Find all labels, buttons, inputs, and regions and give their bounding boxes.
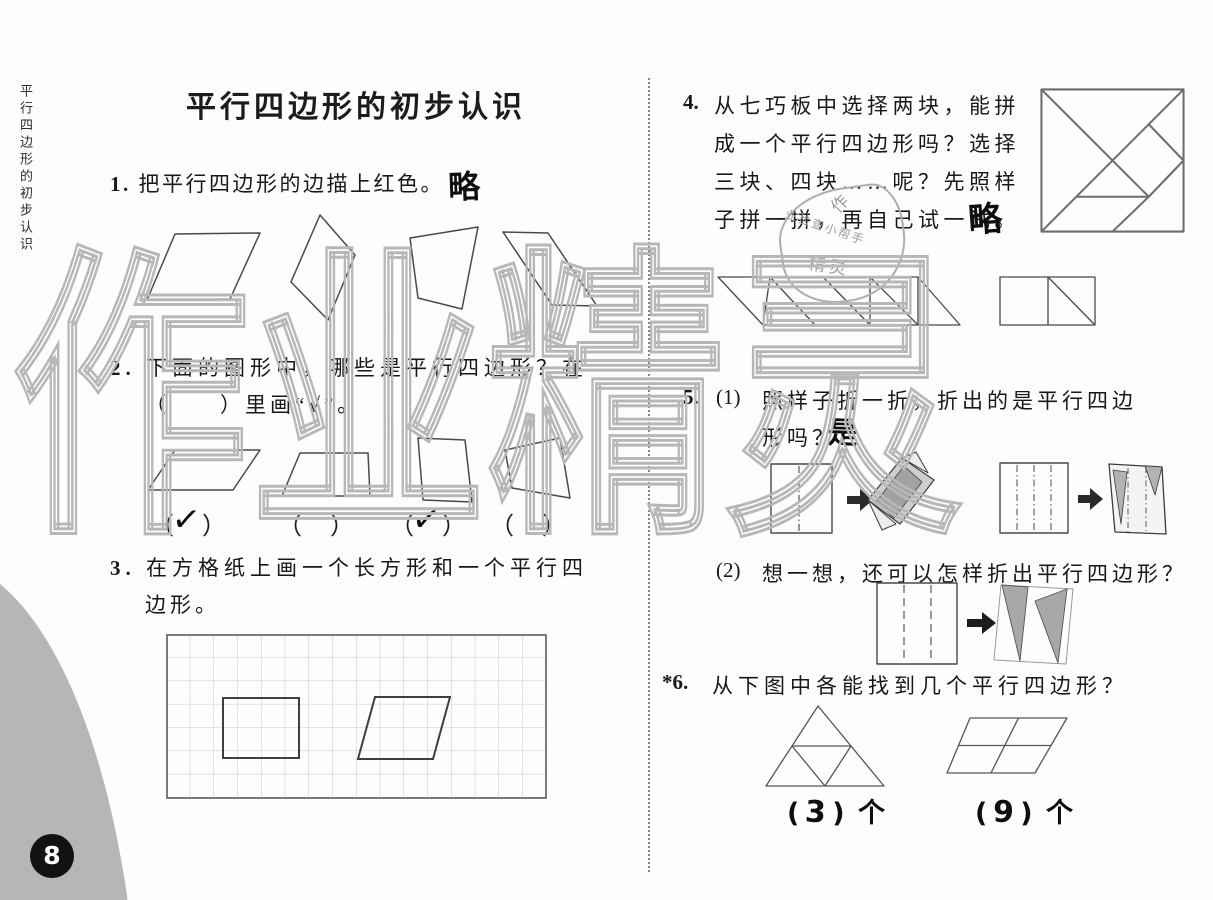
arrow-icon: [1078, 488, 1103, 510]
q2-answer-slot-2: （）: [278, 514, 356, 540]
stamp-text-bottom: 精灵: [807, 254, 852, 279]
question-2-text-line2: （ ）里画“√”。: [145, 393, 363, 417]
q3-grid-figure: [166, 634, 547, 799]
arrow-icon: [847, 489, 873, 511]
check-mark: ✓: [169, 498, 205, 542]
q1-shapes-figure: [146, 214, 598, 321]
arrow-icon: [967, 612, 996, 634]
q5-part2-label: (2): [716, 558, 741, 582]
tangram-figure: [1040, 88, 1185, 233]
page-title: 平行四边形的初步认识: [186, 91, 526, 124]
question-1-text: 1. 把平行四边形的边描上红色。: [110, 172, 444, 196]
handwritten-answer-q1: 略: [447, 167, 481, 207]
q2-shapes-figure: [147, 437, 571, 503]
question-2-text-line1: 2. 下面的图形中，哪些是平行四边形？在: [110, 356, 588, 380]
q2-answer-slot-1: （✓）: [150, 498, 228, 542]
column-divider: [648, 78, 650, 872]
question-3-text-line1: 3. 在方格纸上画一个长方形和一个平行四: [110, 556, 588, 580]
question-6-text: 从下图中各能找到几个平行四边形？: [712, 674, 1128, 698]
question-4-line2: 成一个平行四边形吗？选择: [714, 132, 1020, 156]
page-number-badge: 8: [30, 834, 74, 878]
question-2-number: 2.: [110, 356, 136, 380]
question-3-text-line2: 边形。: [145, 593, 220, 617]
question-3-number: 3.: [110, 556, 136, 580]
q5-part2-text: 想一想，还可以怎样折出平行四边形？: [762, 562, 1187, 586]
question-1-number: 1.: [110, 172, 131, 196]
question-5-number: 5.: [683, 385, 699, 409]
q5-part1-label: (1): [716, 385, 741, 409]
check-mark: ✓: [409, 498, 445, 542]
q5-part1-line2: 形吗？: [762, 426, 837, 450]
sidebar-chapter-title: 平行四边形的初步认识: [18, 84, 33, 254]
question-4-number: 4.: [683, 90, 699, 114]
q5-part1-folding-figure: [770, 451, 1167, 535]
question-4-line1: 从七巧板中选择两块，能拼: [714, 94, 1020, 118]
q6-answer-2: (9) 个: [975, 794, 1075, 831]
question-6-number: *6.: [662, 670, 689, 694]
q6-parallelogram-figure: [946, 717, 1068, 774]
q6-triangle-figure: [765, 705, 885, 787]
q2-answer-slot-4: （）: [490, 514, 568, 540]
question-4-line4: 子拼一拼，再自己试一试。: [714, 208, 1020, 232]
q6-answer-1: (3) 个: [787, 794, 887, 831]
q4-assembled-shapes-figure: [717, 276, 1096, 326]
q2-answer-slot-3: （✓）: [390, 498, 468, 542]
handwritten-count: 3: [804, 794, 830, 831]
q5-part1-line1: 照样子折一折，折出的是平行四边: [762, 389, 1137, 413]
q5-part2-folding-figure: [876, 582, 1074, 665]
stamp-text-band: 业检查小帮手: [783, 206, 868, 248]
stamp-text-top: 作: [827, 191, 853, 217]
question-4-line3: 三块、四块……呢？先照样: [714, 170, 1020, 194]
handwritten-answer-q4: 略: [966, 198, 1004, 242]
handwritten-count: 9: [992, 794, 1018, 831]
